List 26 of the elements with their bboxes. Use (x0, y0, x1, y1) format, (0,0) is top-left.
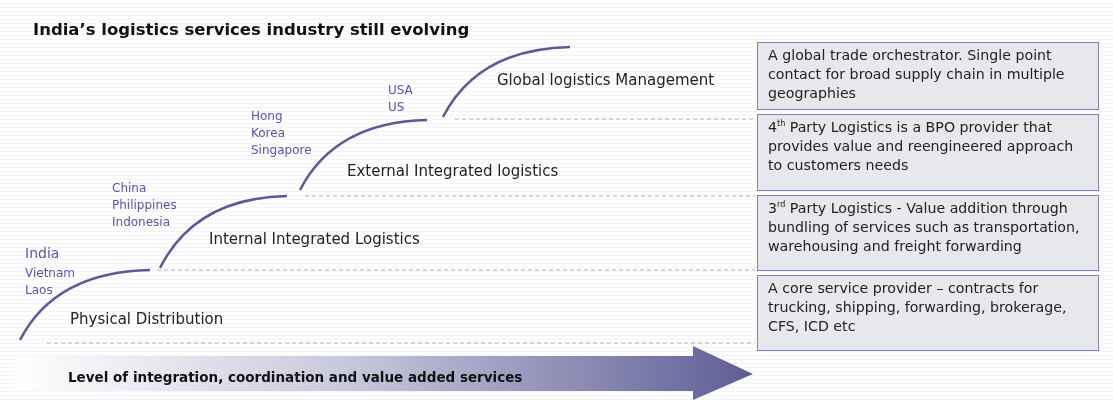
country-label: China (112, 180, 147, 197)
stage-label: Internal Integrated Logistics (209, 231, 420, 248)
country-label: Korea (251, 125, 286, 142)
description-text: A global trade orchestrator. Single point contact for broad supply chain in multiple geographies (768, 46, 1066, 103)
description-text: 3$^{rd}$ Party Logistics - Value addition through bundling of services such as transportation, warehousing and freight forwarding (768, 199, 1081, 256)
country-label: USA (388, 82, 413, 99)
stage-label: External Integrated logistics (347, 163, 559, 180)
description-text: 4$^{th}$ Party Logistics is a BPO provider that provides value and reengineered approach to customers needs (768, 118, 1075, 175)
progress-arrow (15, 346, 753, 400)
country-label: Vietnam (25, 265, 75, 282)
country-label: US (388, 99, 405, 116)
country-label: Indonesia (112, 214, 171, 231)
country-label: Laos (25, 282, 53, 299)
description-box (757, 114, 1099, 191)
stage-label: Global logistics Management (497, 72, 715, 89)
country-label: Singapore (251, 142, 312, 159)
stage-label: Physical Distribution (70, 311, 224, 328)
country-label: Hong (251, 108, 283, 125)
country-label: India (25, 245, 60, 262)
description-box (757, 275, 1099, 351)
title: India’s logistics services industry still evolving (33, 20, 470, 39)
description-text: A core service provider – contracts for trucking, shipping, forwarding, brokerage, CFS, ICD etc (768, 279, 1068, 336)
description-box (757, 42, 1099, 110)
arrow-label: Level of integration, coordination and value added services (68, 369, 523, 385)
country-label: Philippines (112, 197, 177, 214)
description-box (757, 195, 1099, 271)
